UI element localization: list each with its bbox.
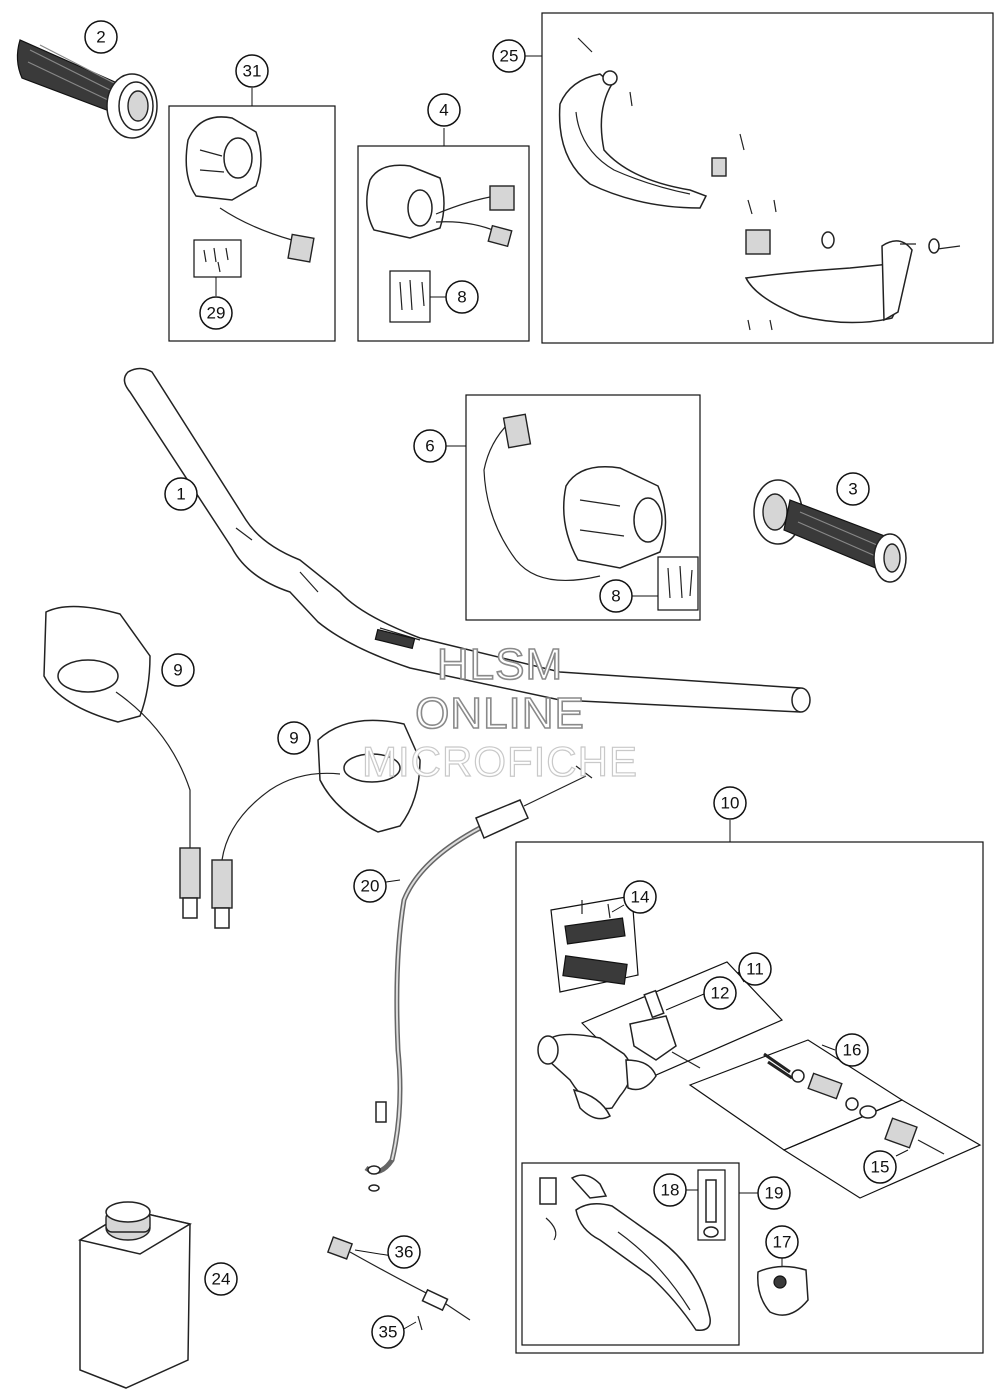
- callout-label: 16: [843, 1041, 862, 1060]
- callout-4: 4: [427, 93, 461, 127]
- watermark-text: HLSM: [436, 639, 564, 690]
- callout-label: 9: [289, 729, 298, 748]
- watermark-line-1: HLSM: [0, 639, 1000, 690]
- callout-label: 31: [243, 62, 262, 81]
- box-screws-29: [193, 239, 242, 278]
- callout-11: 11: [738, 952, 772, 986]
- mirror-left: [43, 605, 201, 919]
- right-switch-unit: [483, 413, 693, 599]
- master-cylinder: [537, 1033, 657, 1120]
- watermark-text: ONLINE: [414, 688, 585, 739]
- callout-label: 20: [361, 877, 380, 896]
- callout-31: 31: [235, 54, 269, 88]
- brake-fluid-bottle: [78, 1201, 192, 1389]
- handguard-set: [558, 37, 961, 331]
- callout-16: 16: [835, 1033, 869, 1067]
- callout-9-left: 9: [161, 653, 195, 687]
- callout-label: 8: [457, 288, 466, 307]
- brake-lever: [539, 1174, 711, 1331]
- callout-2: 2: [84, 20, 118, 54]
- callout-label: 10: [721, 794, 740, 813]
- box-right-switch-6: [465, 394, 701, 621]
- callout-8-top: 8: [445, 280, 479, 314]
- callout-label: 36: [395, 1243, 414, 1262]
- callout-8-right: 8: [599, 579, 633, 613]
- callout-label: 1: [176, 485, 185, 504]
- callout-label: 19: [765, 1184, 784, 1203]
- piston-kit-11: [629, 989, 701, 1069]
- brake-hose: [364, 765, 593, 1192]
- callout-label: 17: [773, 1233, 792, 1252]
- callout-label: 29: [207, 304, 226, 323]
- box-screws-8a: [389, 270, 431, 323]
- piston-kit-15: [884, 1117, 945, 1155]
- callout-label: 8: [611, 587, 620, 606]
- callout-label: 25: [500, 47, 519, 66]
- box-lever-parts-19: [521, 1162, 740, 1346]
- callout-label: 2: [96, 28, 105, 47]
- callout-35: 35: [371, 1315, 405, 1349]
- callout-20: 20: [353, 869, 387, 903]
- watermark-line-3: MICROFICHE: [0, 737, 1000, 786]
- callout-14: 14: [623, 880, 657, 914]
- callout-1: 1: [164, 477, 198, 511]
- box-pin-18: [697, 1169, 726, 1241]
- box-cover-14: [550, 895, 639, 993]
- callout-label: 14: [631, 888, 650, 907]
- mirror-right: [211, 719, 421, 929]
- callout-10: 10: [713, 786, 747, 820]
- callout-label: 3: [848, 480, 857, 499]
- switch-unit-4: [366, 164, 515, 311]
- piston-kit-16: [763, 1052, 877, 1119]
- callout-25: 25: [492, 39, 526, 73]
- callout-label: 9: [173, 661, 182, 680]
- watermark-text: MICROFICHE: [361, 737, 638, 785]
- callout-24: 24: [204, 1262, 238, 1296]
- left-switch-unit: [185, 116, 315, 273]
- callout-12: 12: [703, 976, 737, 1010]
- box-screws-8b: [657, 556, 699, 611]
- callout-label: 11: [746, 960, 764, 979]
- lever-pin-18: [703, 1179, 719, 1238]
- callout-9-right: 9: [277, 721, 311, 755]
- watermark-line-2: ONLINE: [0, 688, 1000, 739]
- callout-6: 6: [413, 429, 447, 463]
- brake-cover-14: [562, 900, 628, 985]
- callout-19: 19: [757, 1176, 791, 1210]
- callout-label: 18: [661, 1181, 680, 1200]
- callout-18: 18: [653, 1173, 687, 1207]
- callout-29: 29: [199, 296, 233, 330]
- grip-right: [753, 479, 907, 583]
- callout-15: 15: [863, 1150, 897, 1184]
- callout-label: 24: [212, 1270, 231, 1289]
- brake-light-switch: [326, 1236, 471, 1331]
- box-brake-assembly-10: [515, 841, 984, 1354]
- box-handguards-25: [541, 12, 994, 344]
- callout-17: 17: [765, 1225, 799, 1259]
- callout-label: 6: [425, 437, 434, 456]
- handlebar: [123, 367, 811, 713]
- callout-label: 35: [379, 1323, 398, 1342]
- callout-label: 15: [871, 1158, 890, 1177]
- callout-label: 4: [439, 101, 448, 120]
- callout-36: 36: [387, 1235, 421, 1269]
- grip-left: [16, 39, 158, 139]
- callout-label: 12: [711, 984, 730, 1003]
- box-kit-16: [688, 1039, 904, 1151]
- callout-3: 3: [836, 472, 870, 506]
- adjuster-17: [757, 1265, 809, 1316]
